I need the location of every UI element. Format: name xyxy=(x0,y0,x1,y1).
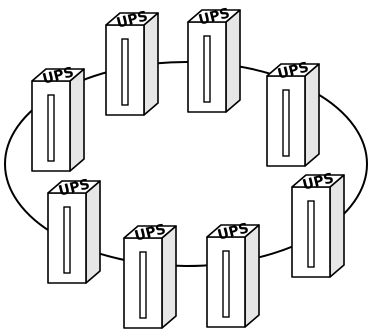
ups-unit: UPS xyxy=(123,221,177,329)
ups-unit: UPS xyxy=(266,59,320,167)
ups-top-face xyxy=(105,12,159,26)
ups-label: UPS xyxy=(301,170,336,193)
ups-vent-slot xyxy=(222,250,230,318)
ups-unit: UPS xyxy=(291,170,345,278)
ups-side-face xyxy=(143,12,159,116)
ups-label: UPS xyxy=(57,176,92,199)
ups-label: UPS xyxy=(216,220,251,243)
ups-label: UPS xyxy=(115,8,150,31)
ups-unit: UPS xyxy=(47,176,101,284)
ups-top-face xyxy=(187,9,241,23)
ups-side-face xyxy=(304,63,320,167)
ups-vent-slot xyxy=(63,206,71,274)
ups-top-face xyxy=(31,68,85,82)
ups-unit: UPS xyxy=(187,5,241,113)
ups-top-face xyxy=(47,180,101,194)
ups-side-face xyxy=(85,180,101,284)
ups-top-face xyxy=(206,224,260,238)
ring-connection xyxy=(4,61,368,267)
ups-unit: UPS xyxy=(105,8,159,116)
ups-label: UPS xyxy=(197,5,232,28)
ups-unit: UPS xyxy=(206,220,260,328)
ups-unit: UPS xyxy=(31,64,85,172)
ups-vent-slot xyxy=(121,38,129,106)
ups-label: UPS xyxy=(276,59,311,82)
ups-vent-slot xyxy=(139,251,147,319)
ups-side-face xyxy=(329,174,345,278)
ups-side-face xyxy=(225,9,241,113)
ups-vent-slot xyxy=(282,89,290,157)
ups-vent-slot xyxy=(307,200,315,268)
ups-side-face xyxy=(69,68,85,172)
ups-top-face xyxy=(291,174,345,188)
ups-top-face xyxy=(266,63,320,77)
ups-units: UPS UPS UPS UPS UPS UPS UPS UPS xyxy=(31,5,345,329)
ups-vent-slot xyxy=(47,94,55,162)
ups-label: UPS xyxy=(133,221,168,244)
ups-side-face xyxy=(244,224,260,328)
ups-label: UPS xyxy=(41,64,76,87)
ups-top-face xyxy=(123,225,177,239)
ups-vent-slot xyxy=(203,35,211,103)
ups-side-face xyxy=(161,225,177,329)
